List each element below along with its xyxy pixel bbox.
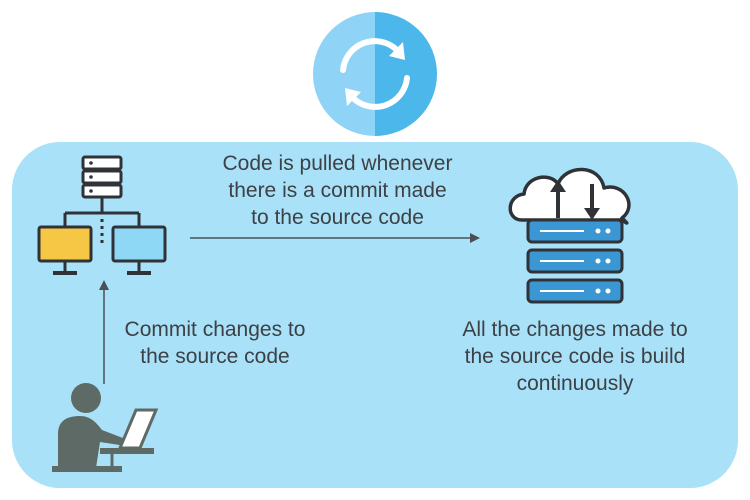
commit-label-line: Commit changes to bbox=[124, 318, 306, 341]
pull-arrow bbox=[190, 233, 480, 243]
pull-label-line: there is a commit made bbox=[228, 179, 447, 202]
developer-laptop-icon bbox=[52, 383, 159, 472]
build-label-line: All the changes made to bbox=[462, 318, 688, 341]
commit-arrow bbox=[99, 280, 109, 384]
pull-label: Code is pulled whenever there is a commi… bbox=[185, 150, 490, 231]
build-label-line: the source code is build bbox=[464, 345, 686, 368]
build-label-line: continuously bbox=[516, 372, 634, 395]
commit-label: Commit changes to the source code bbox=[100, 316, 330, 370]
cloud-server-icon bbox=[508, 167, 631, 304]
sync-icon bbox=[313, 12, 437, 136]
commit-label-line: the source code bbox=[140, 345, 290, 368]
pull-label-line: Code is pulled whenever bbox=[222, 152, 453, 175]
repository-network-icon bbox=[37, 155, 167, 275]
pull-label-line: to the source code bbox=[251, 206, 424, 229]
build-label: All the changes made to the source code … bbox=[425, 316, 725, 397]
